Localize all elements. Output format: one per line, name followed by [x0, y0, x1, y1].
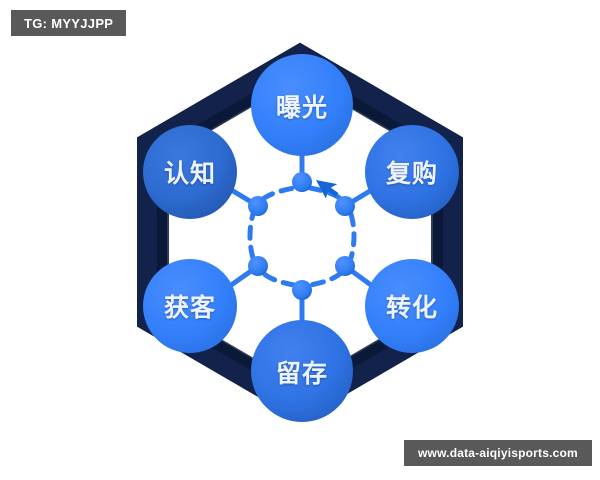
node-circle-acquisition — [143, 259, 237, 353]
arc-bot-right-to-bottom — [307, 270, 344, 288]
node-circle-conversion — [365, 259, 459, 353]
inner-hub-dots — [248, 172, 355, 300]
node-circle-exposure — [251, 54, 353, 156]
arc-top-right-to-bot-right — [348, 211, 357, 261]
tg-handle-badge: TG: MYYJJPP — [11, 10, 127, 36]
node-circle-awareness — [143, 125, 237, 219]
site-watermark-badge: www.data-aiqiyisports.com — [404, 440, 592, 466]
node-circle-retention — [251, 320, 353, 422]
hub-dot-bottom-left — [248, 256, 268, 276]
hub-dot-top-right — [335, 196, 355, 216]
node-circles[interactable] — [143, 54, 459, 422]
site-watermark-text: www.data-aiqiyisports.com — [418, 446, 578, 460]
hub-dot-bottom — [292, 280, 312, 300]
arc-bot-left-to-top-left — [247, 211, 256, 261]
tg-handle-text: TG: MYYJJPP — [24, 15, 114, 31]
hub-dot-bottom-right — [335, 256, 355, 276]
hub-dot-top-left — [248, 196, 268, 216]
arc-top-left-to-top — [260, 185, 297, 202]
hub-dot-top — [292, 172, 312, 192]
cursor-arrow-icon — [316, 180, 339, 199]
arc-bottom-to-bot-left — [260, 270, 297, 288]
node-circle-repurchase — [365, 125, 459, 219]
